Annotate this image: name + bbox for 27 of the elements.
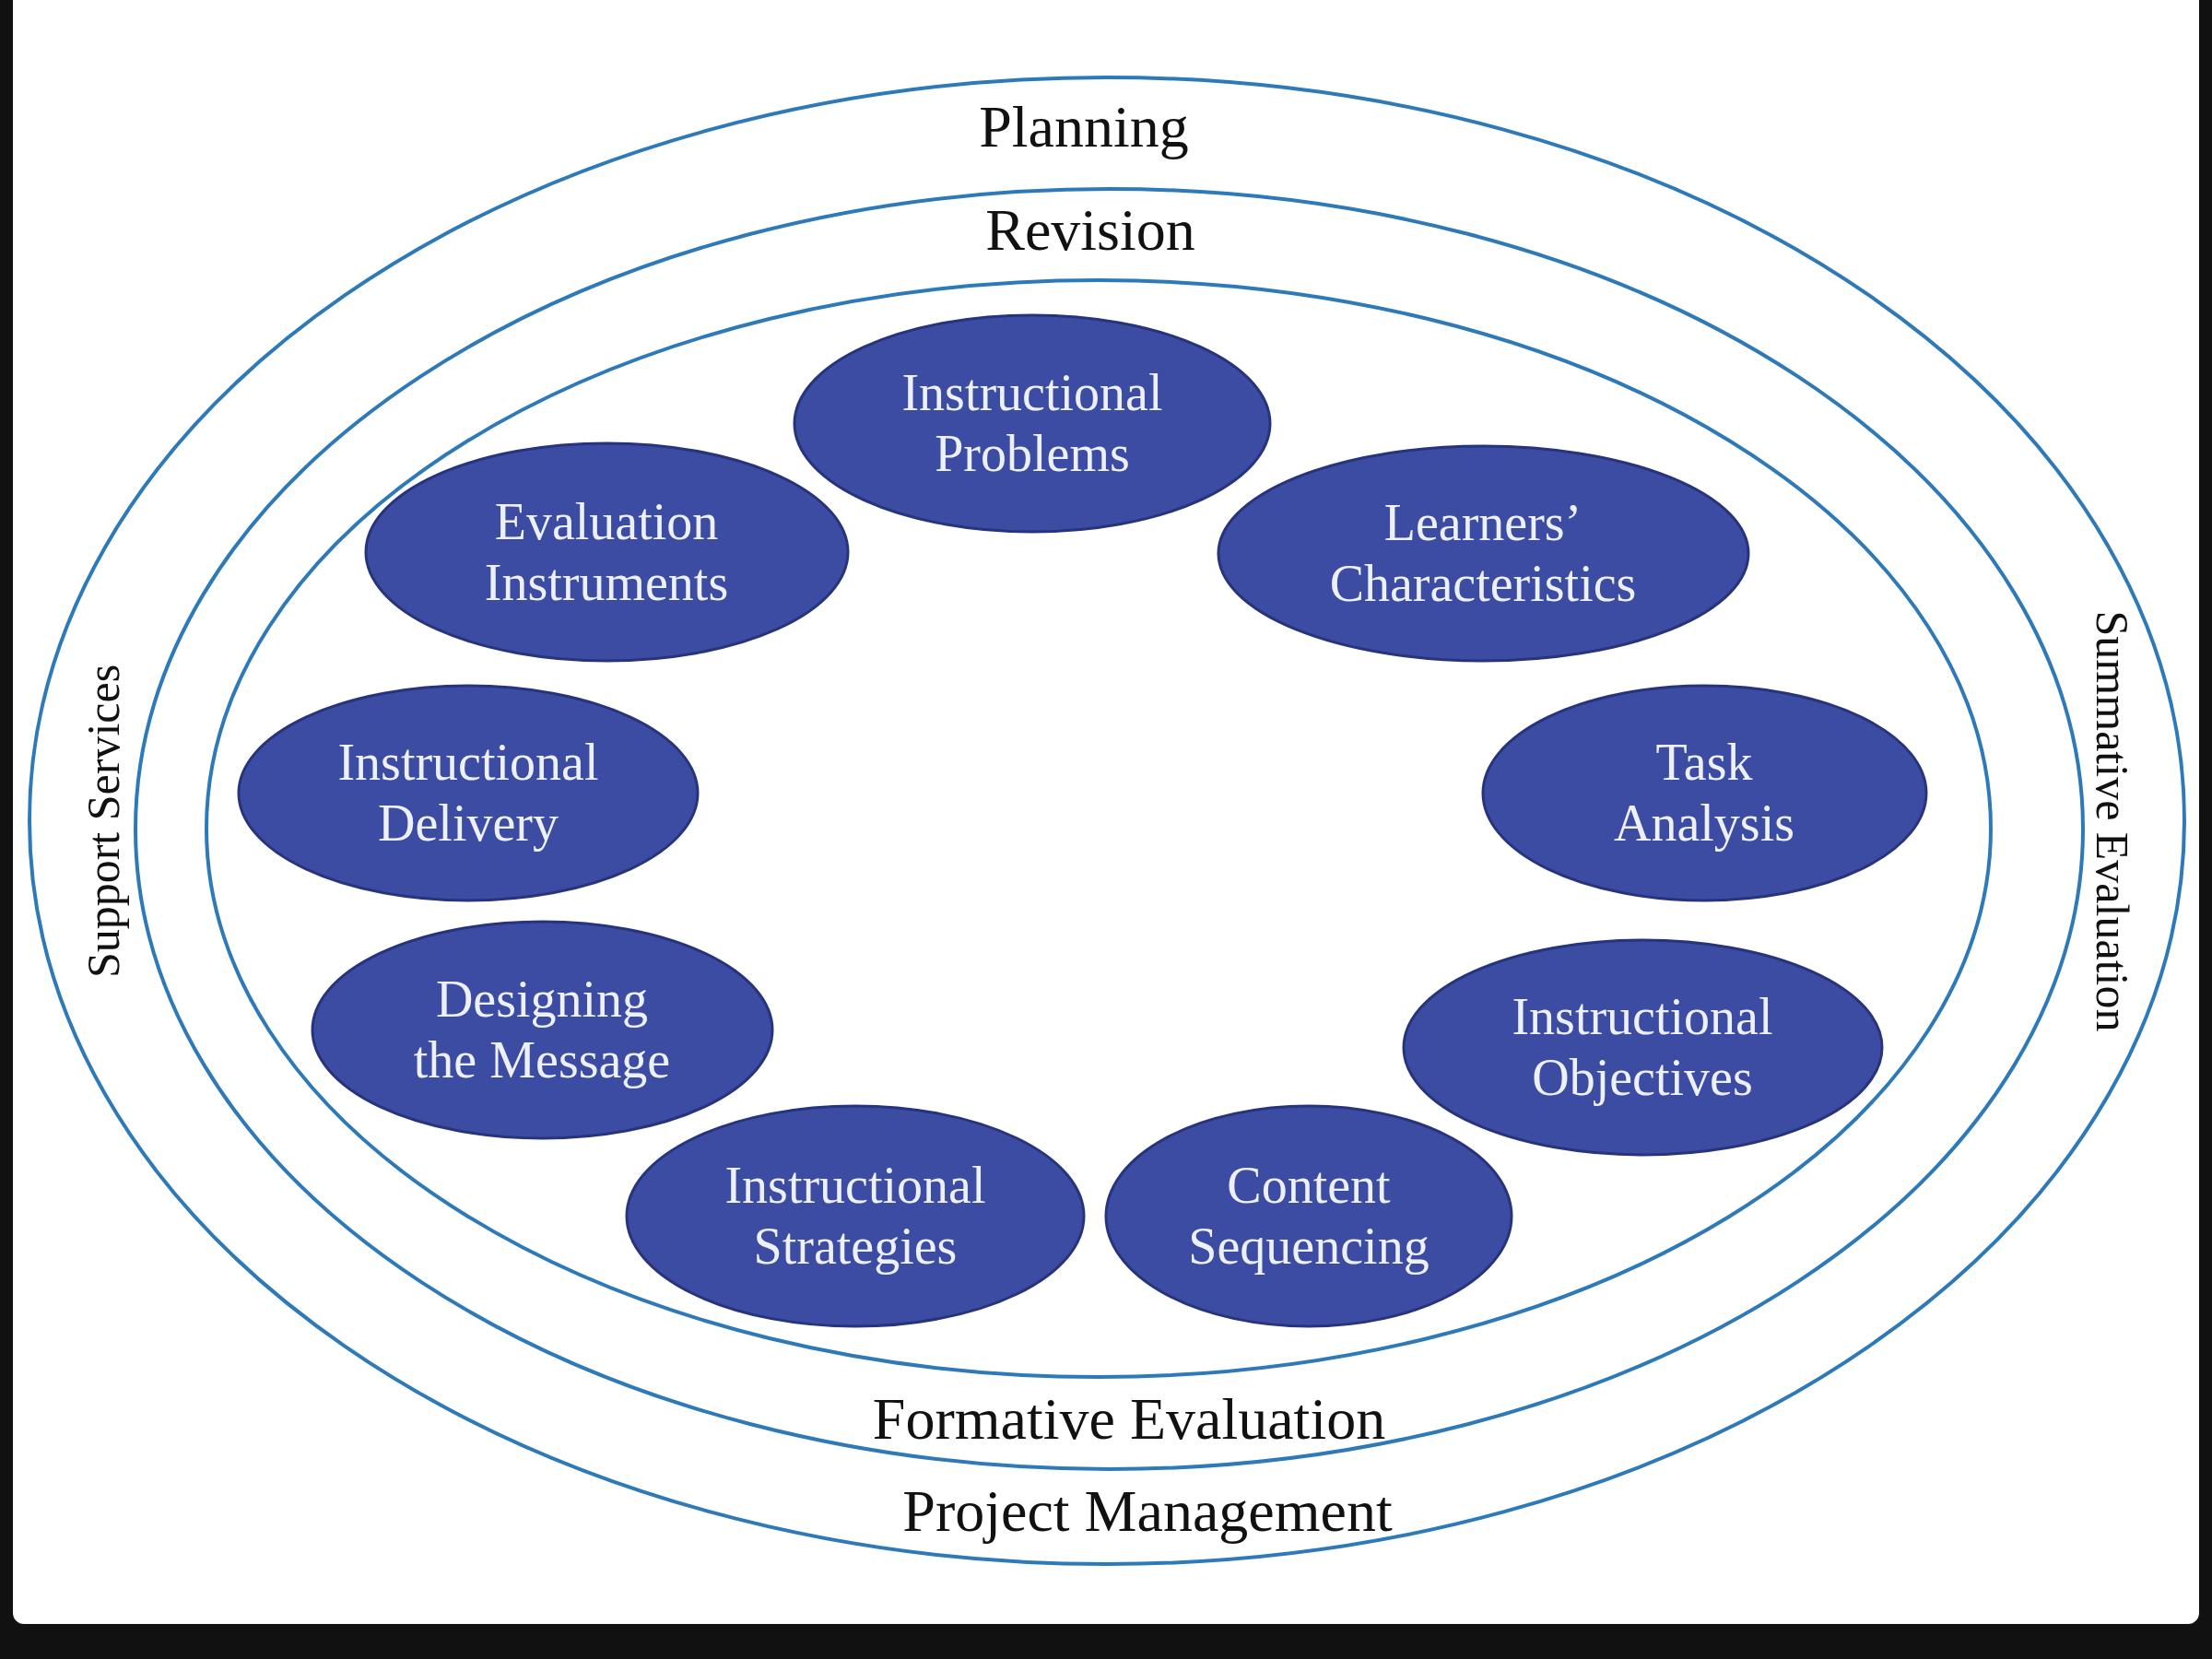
ring-label: Planning bbox=[979, 94, 1189, 160]
step-label: Instructional Strategies bbox=[724, 1156, 987, 1277]
step-oval bbox=[625, 1103, 1086, 1328]
ring-label: Summative Evaluation bbox=[2085, 610, 2138, 1032]
ring-label: Revision bbox=[985, 197, 1195, 264]
step-oval bbox=[1216, 443, 1750, 663]
step-oval bbox=[1104, 1103, 1513, 1328]
step-label: Designing the Message bbox=[412, 970, 672, 1090]
step-label: Content Sequencing bbox=[1187, 1156, 1430, 1277]
step-oval bbox=[1401, 937, 1884, 1157]
step-label: Instructional Objectives bbox=[1511, 987, 1774, 1108]
ring-label: Support Services bbox=[77, 664, 131, 979]
step-oval bbox=[237, 683, 700, 902]
outer-ring bbox=[28, 76, 2186, 1566]
middle-ring bbox=[134, 187, 2085, 1471]
step-oval bbox=[363, 441, 850, 663]
step-label: Instructional Problems bbox=[900, 363, 1164, 484]
step-oval bbox=[793, 312, 1272, 534]
step-label: Evaluation Instruments bbox=[483, 492, 730, 613]
step-oval bbox=[310, 919, 774, 1140]
inner-ring bbox=[205, 278, 1993, 1379]
ring-label: Project Management bbox=[902, 1478, 1393, 1545]
ring-label: Formative Evaluation bbox=[872, 1386, 1386, 1453]
step-label: Learners’ Characteristics bbox=[1328, 493, 1638, 614]
step-label: Task Analysis bbox=[1613, 733, 1795, 853]
step-label: Instructional Delivery bbox=[336, 733, 600, 853]
step-oval bbox=[1480, 683, 1928, 902]
